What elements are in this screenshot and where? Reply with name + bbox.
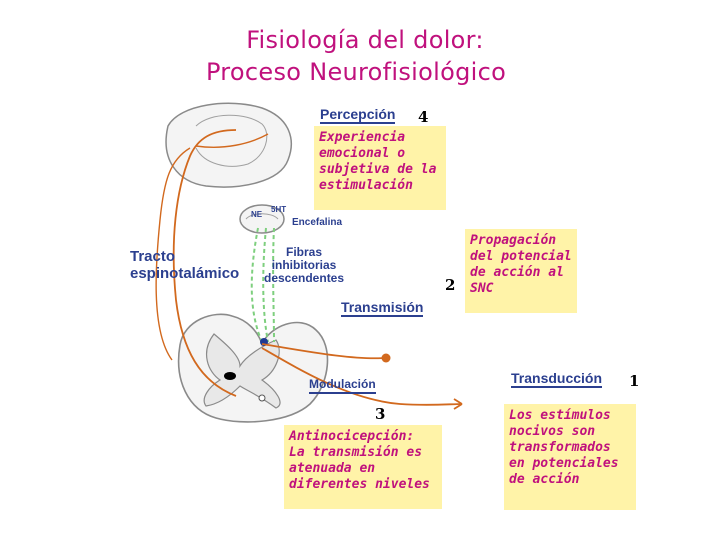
- inhibitory-fiber-1: [250, 227, 263, 343]
- arrowhead: [453, 398, 463, 410]
- label-tracto-espinotalamico: Tracto espinotalámico: [130, 248, 240, 282]
- spinothalamic-tract: [172, 129, 237, 397]
- label-encefalina: Encefalina: [292, 217, 343, 228]
- note-antinocicepcion: Antinocicepción: La transmisión es atenu…: [284, 425, 442, 509]
- stage-percepcion: Percepción: [320, 106, 396, 124]
- step-number-3: 3: [375, 405, 386, 423]
- label-ne: NE: [251, 210, 263, 219]
- note-transduccion: Los estímulos nocivos son transformados …: [504, 404, 636, 510]
- peripheral-nerve: [261, 343, 385, 360]
- spinothalamic-tract-2: [155, 147, 191, 361]
- step-number-4: 4: [418, 108, 429, 126]
- brain-inner-fold: [195, 114, 268, 167]
- title-line-1: Fisiología del dolor:: [246, 26, 484, 54]
- note-propagacion: Propagación del potencial de acción al S…: [465, 229, 577, 313]
- central-canal: [224, 372, 236, 380]
- note-percepcion: Experiencia emocional o subjetiva de la …: [314, 126, 446, 210]
- step-number-2: 2: [445, 276, 456, 294]
- label-5ht: 5HT: [271, 205, 287, 214]
- stage-transduccion: Transducción: [511, 370, 603, 388]
- dorsal-ganglion-marker: [258, 394, 266, 402]
- step-number-1: 1: [629, 372, 640, 390]
- label-fibras-inhibitorias: Fibras inhibitorias descendentes: [264, 245, 345, 285]
- title-line-2: Proceso Neurofisiológico: [205, 58, 507, 86]
- brain-outline: [165, 102, 292, 188]
- spinothalamic-tract-3: [195, 133, 269, 148]
- stage-modulacion: Modulación: [309, 377, 376, 394]
- brainstem-section: [239, 204, 285, 234]
- transduction-nerve: [261, 347, 463, 406]
- receptor-ending: [381, 353, 391, 363]
- stage-transmision: Transmisión: [341, 299, 424, 317]
- brainstem-inner: [245, 213, 279, 220]
